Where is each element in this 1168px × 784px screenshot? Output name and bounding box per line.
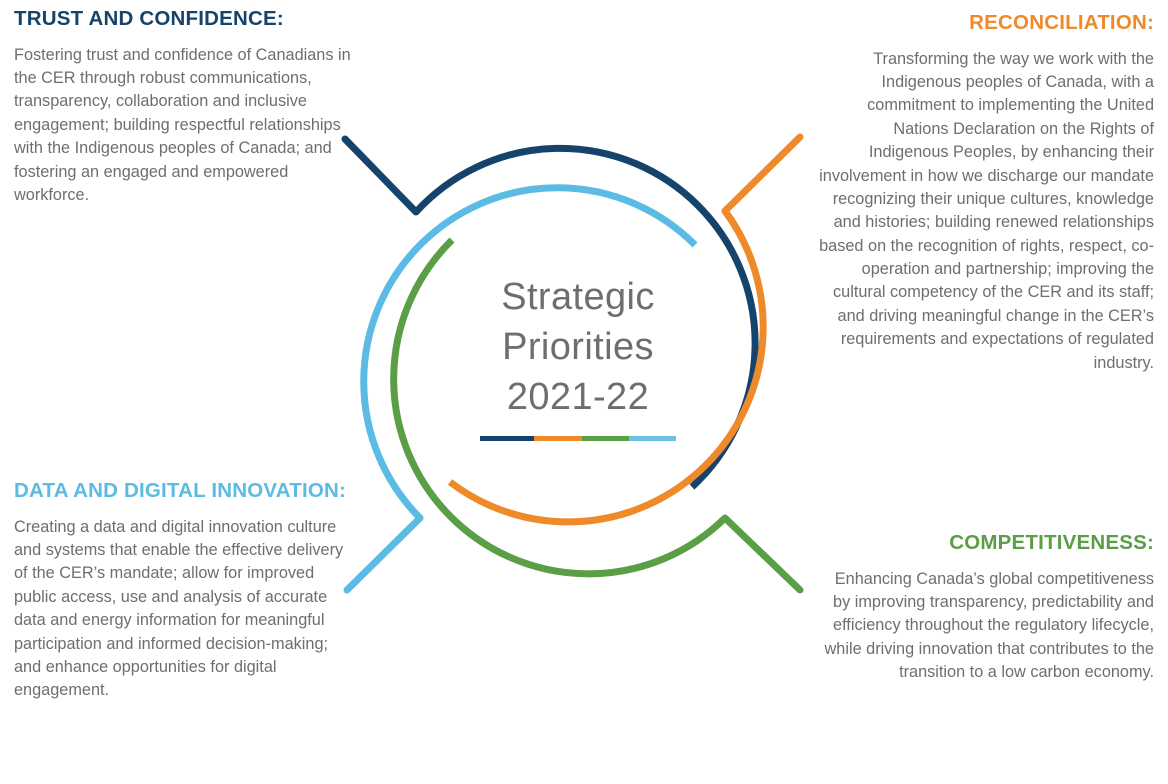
divider-segment-orange	[533, 436, 582, 441]
arc-circle-svg	[341, 133, 804, 594]
light-blue-arc	[360, 184, 698, 521]
light-blue-chevron-tail	[343, 514, 424, 594]
quadrant-data-body: Creating a data and digital innovation c…	[14, 517, 344, 700]
quadrant-reconciliation: RECONCILIATION: Transforming the way we …	[814, 10, 1154, 375]
navy-chevron-tail	[341, 135, 420, 216]
divider-segment-lightblue	[628, 436, 676, 441]
orange-chevron-tail	[721, 133, 804, 215]
center-divider-bar	[480, 436, 676, 441]
quadrant-competitiveness-heading: COMPETITIVENESS:	[949, 531, 1154, 554]
center-title-line-3: 2021-22	[506, 376, 650, 418]
quadrant-reconciliation-body: Transforming the way we work with the In…	[819, 49, 1154, 372]
quadrant-trust-body: Fostering trust and confidence of Canadi…	[14, 45, 351, 204]
quadrant-data-heading: DATA AND DIGITAL INNOVATION:	[14, 479, 347, 502]
orange-arc	[447, 208, 767, 526]
quadrant-competitiveness-body: Enhancing Canada’s global competitivenes…	[824, 569, 1154, 682]
four-arc-circle-diagram	[330, 110, 830, 610]
quadrant-trust-and-confidence: TRUST AND CONFIDENCE: Fostering trust an…	[14, 6, 354, 207]
divider-segment-green	[581, 436, 629, 441]
green-chevron-tail	[721, 514, 804, 594]
quadrant-trust-heading: TRUST AND CONFIDENCE:	[14, 7, 284, 30]
green-arc	[390, 237, 728, 578]
quadrant-data-and-digital-innovation: DATA AND DIGITAL INNOVATION: Creating a …	[14, 478, 354, 703]
quadrant-reconciliation-heading: RECONCILIATION:	[969, 11, 1154, 34]
divider-segment-navy	[480, 436, 534, 441]
center-title-line-1: Strategic	[501, 276, 655, 318]
quadrant-competitiveness: COMPETITIVENESS: Enhancing Canada’s glob…	[814, 530, 1154, 685]
center-title-line-2: Priorities	[502, 326, 654, 368]
center-label-block: Strategic Priorities 2021-22	[458, 272, 698, 441]
